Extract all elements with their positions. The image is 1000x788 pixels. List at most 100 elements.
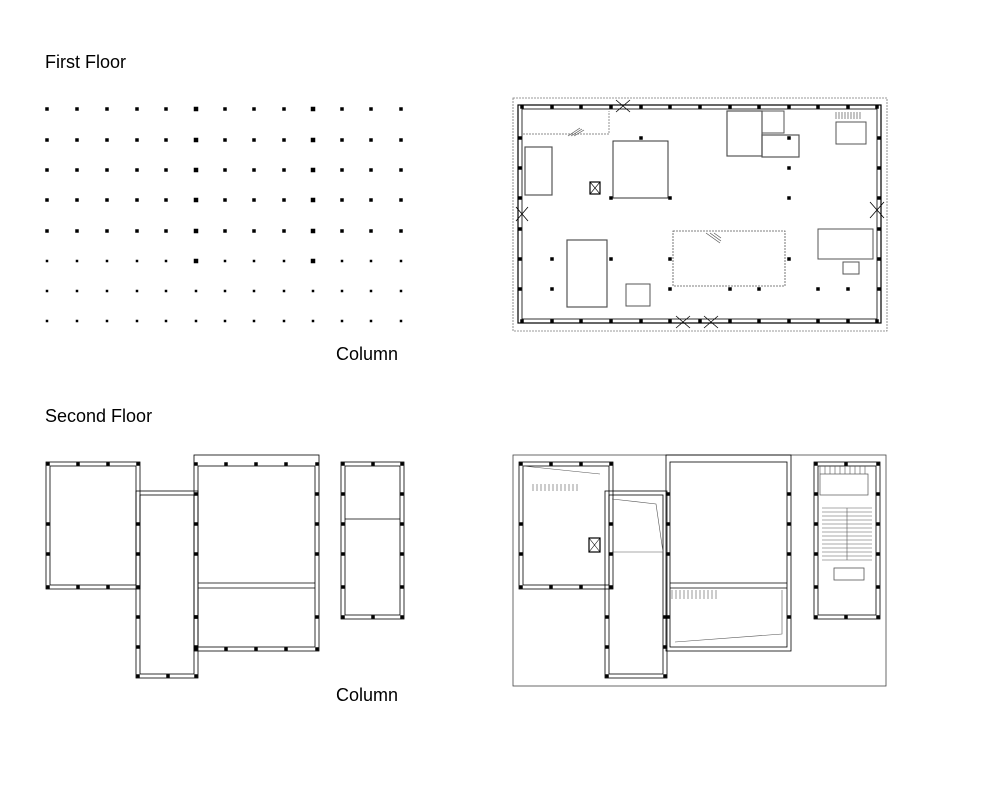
plan-column: [814, 462, 818, 466]
column-marker: [135, 259, 139, 263]
outline-column: [194, 615, 198, 619]
column-marker: [282, 229, 286, 233]
column-marker: [252, 168, 256, 172]
outline-column: [371, 462, 375, 466]
column-marker: [252, 289, 256, 293]
column-marker: [282, 138, 286, 142]
column-marker: [252, 259, 256, 263]
outline-column: [315, 522, 319, 526]
outline-column: [106, 585, 110, 589]
plan-column: [728, 287, 732, 291]
outline-column: [400, 462, 404, 466]
plan-column: [814, 585, 818, 589]
sf-plan-columns: [519, 462, 880, 678]
plan-column: [639, 105, 643, 109]
column-marker: [164, 107, 168, 111]
outline-column: [136, 522, 140, 526]
outline-column: [341, 492, 345, 496]
column-marker: [223, 168, 227, 172]
outline-column: [224, 647, 228, 651]
outline-column: [254, 462, 258, 466]
ff-plan-columns: [518, 105, 881, 323]
plan-column: [520, 319, 524, 323]
column-marker: [340, 229, 344, 233]
first-floor-plan: [512, 97, 888, 332]
plan-column: [787, 319, 791, 323]
column-marker: [399, 319, 403, 323]
ff-stair-central: [705, 232, 722, 244]
plan-column: [787, 492, 791, 496]
plan-column: [877, 136, 881, 140]
plan-column: [728, 319, 732, 323]
plan-column: [844, 615, 848, 619]
sf-plan-room-cl-inner: [608, 494, 664, 675]
column-marker: [193, 228, 199, 234]
sf-plan-elevator: [588, 537, 601, 553]
ff-room-top-right-b: [761, 134, 800, 158]
plan-column: [518, 287, 522, 291]
column-marker: [223, 138, 227, 142]
plan-column: [609, 462, 613, 466]
column-marker: [369, 138, 373, 142]
column-marker: [223, 289, 227, 293]
column-marker: [164, 259, 168, 263]
outline-column: [46, 552, 50, 556]
column-marker: [282, 259, 286, 263]
ff-stair-upper: [567, 127, 585, 137]
plan-column: [787, 615, 791, 619]
outline-column: [400, 585, 404, 589]
sf-block-left-inner: [49, 465, 137, 586]
ff-room-atrium: [612, 140, 669, 199]
column-marker: [340, 138, 344, 142]
column-marker: [223, 259, 227, 263]
column-marker: [340, 289, 344, 293]
plan-column: [520, 105, 524, 109]
plan-column: [609, 552, 613, 556]
column-marker: [311, 319, 315, 323]
plan-column: [876, 462, 880, 466]
plan-column: [609, 105, 613, 109]
plan-column: [787, 552, 791, 556]
column-marker: [105, 229, 109, 233]
outline-column: [194, 674, 198, 678]
sf-plan-stair-right-top: [819, 473, 869, 496]
column-marker: [223, 107, 227, 111]
column-marker: [105, 259, 109, 263]
column-marker: [45, 138, 49, 142]
column-marker: [399, 107, 403, 111]
column-marker: [399, 198, 403, 202]
column-marker: [135, 168, 139, 172]
plan-column: [875, 105, 879, 109]
column-marker: [282, 168, 286, 172]
column-marker: [311, 289, 315, 293]
outline-column: [106, 462, 110, 466]
second-floor-title: Second Floor: [45, 406, 153, 426]
ff-room-lower-left: [566, 239, 608, 308]
column-marker: [45, 259, 49, 263]
column-marker: [369, 289, 373, 293]
column-marker: [369, 259, 373, 263]
first-floor-column-grid: [45, 106, 403, 323]
column-marker: [105, 168, 109, 172]
ff-room-small-sq: [842, 261, 860, 275]
plan-column: [518, 166, 522, 170]
ff-entrance-doors: [515, 99, 885, 329]
column-marker: [45, 229, 49, 233]
ff-room-central: [672, 230, 786, 287]
plan-column: [519, 522, 523, 526]
plan-column: [550, 257, 554, 261]
plan-column: [877, 227, 881, 231]
plan-column: [876, 492, 880, 496]
outline-column: [315, 462, 319, 466]
plan-column: [877, 166, 881, 170]
column-marker: [369, 168, 373, 172]
sf-plan-room-right-outer: [813, 461, 881, 620]
sf-block-center-outer: [193, 454, 320, 652]
column-marker: [310, 137, 316, 143]
outline-column: [194, 522, 198, 526]
plan-column: [639, 136, 643, 140]
column-marker: [399, 229, 403, 233]
outline-column: [400, 615, 404, 619]
outline-column: [341, 585, 345, 589]
column-marker: [135, 138, 139, 142]
